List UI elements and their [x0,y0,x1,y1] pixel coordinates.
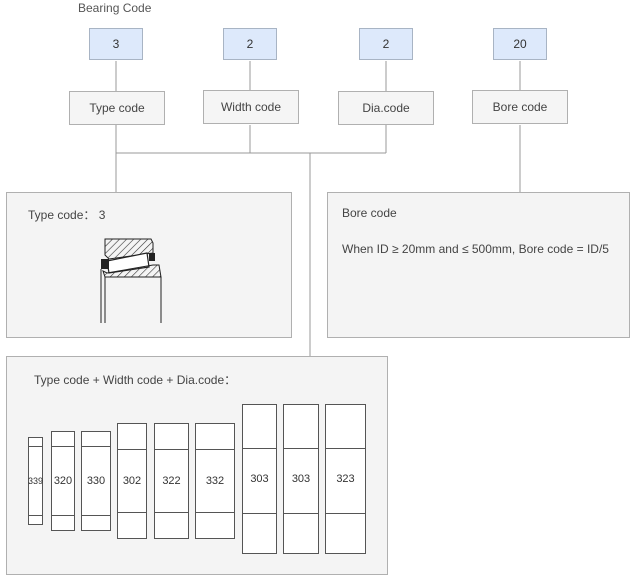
type-code-panel: Type code： 3 [6,192,292,338]
series-320: 320 [51,431,75,531]
bore-code-label: Bore code [472,90,568,124]
tapered-roller-bearing-icon [100,238,162,323]
diagram-title: Bearing Code [78,1,152,15]
dia-code-value: 2 [359,28,413,60]
width-code-label: Width code [203,90,299,124]
series-303-a: 303 [242,404,277,554]
dia-code-label: Dia.code [338,91,434,125]
series-332: 332 [195,423,235,539]
bore-code-heading: Bore code [342,206,397,220]
series-303-b: 303 [283,404,319,554]
series-302: 302 [117,423,147,539]
bore-code-value: 20 [493,28,547,60]
bore-code-rule: When ID ≥ 20mm and ≤ 500mm, Bore code = … [342,242,609,256]
series-heading: Type code + Width code + Dia.code： [34,373,237,387]
type-code-heading: Type code： 3 [28,208,106,222]
width-code-value: 2 [223,28,277,60]
series-322: 322 [154,423,189,539]
type-code-value: 3 [89,28,143,60]
series-339: 339 [28,437,43,525]
series-323: 323 [325,404,366,554]
series-panel: Type code + Width code + Dia.code： 339 3… [6,356,388,575]
series-330: 330 [81,431,111,531]
bore-code-panel: Bore code When ID ≥ 20mm and ≤ 500mm, Bo… [327,192,630,338]
type-code-label: Type code [69,91,165,125]
